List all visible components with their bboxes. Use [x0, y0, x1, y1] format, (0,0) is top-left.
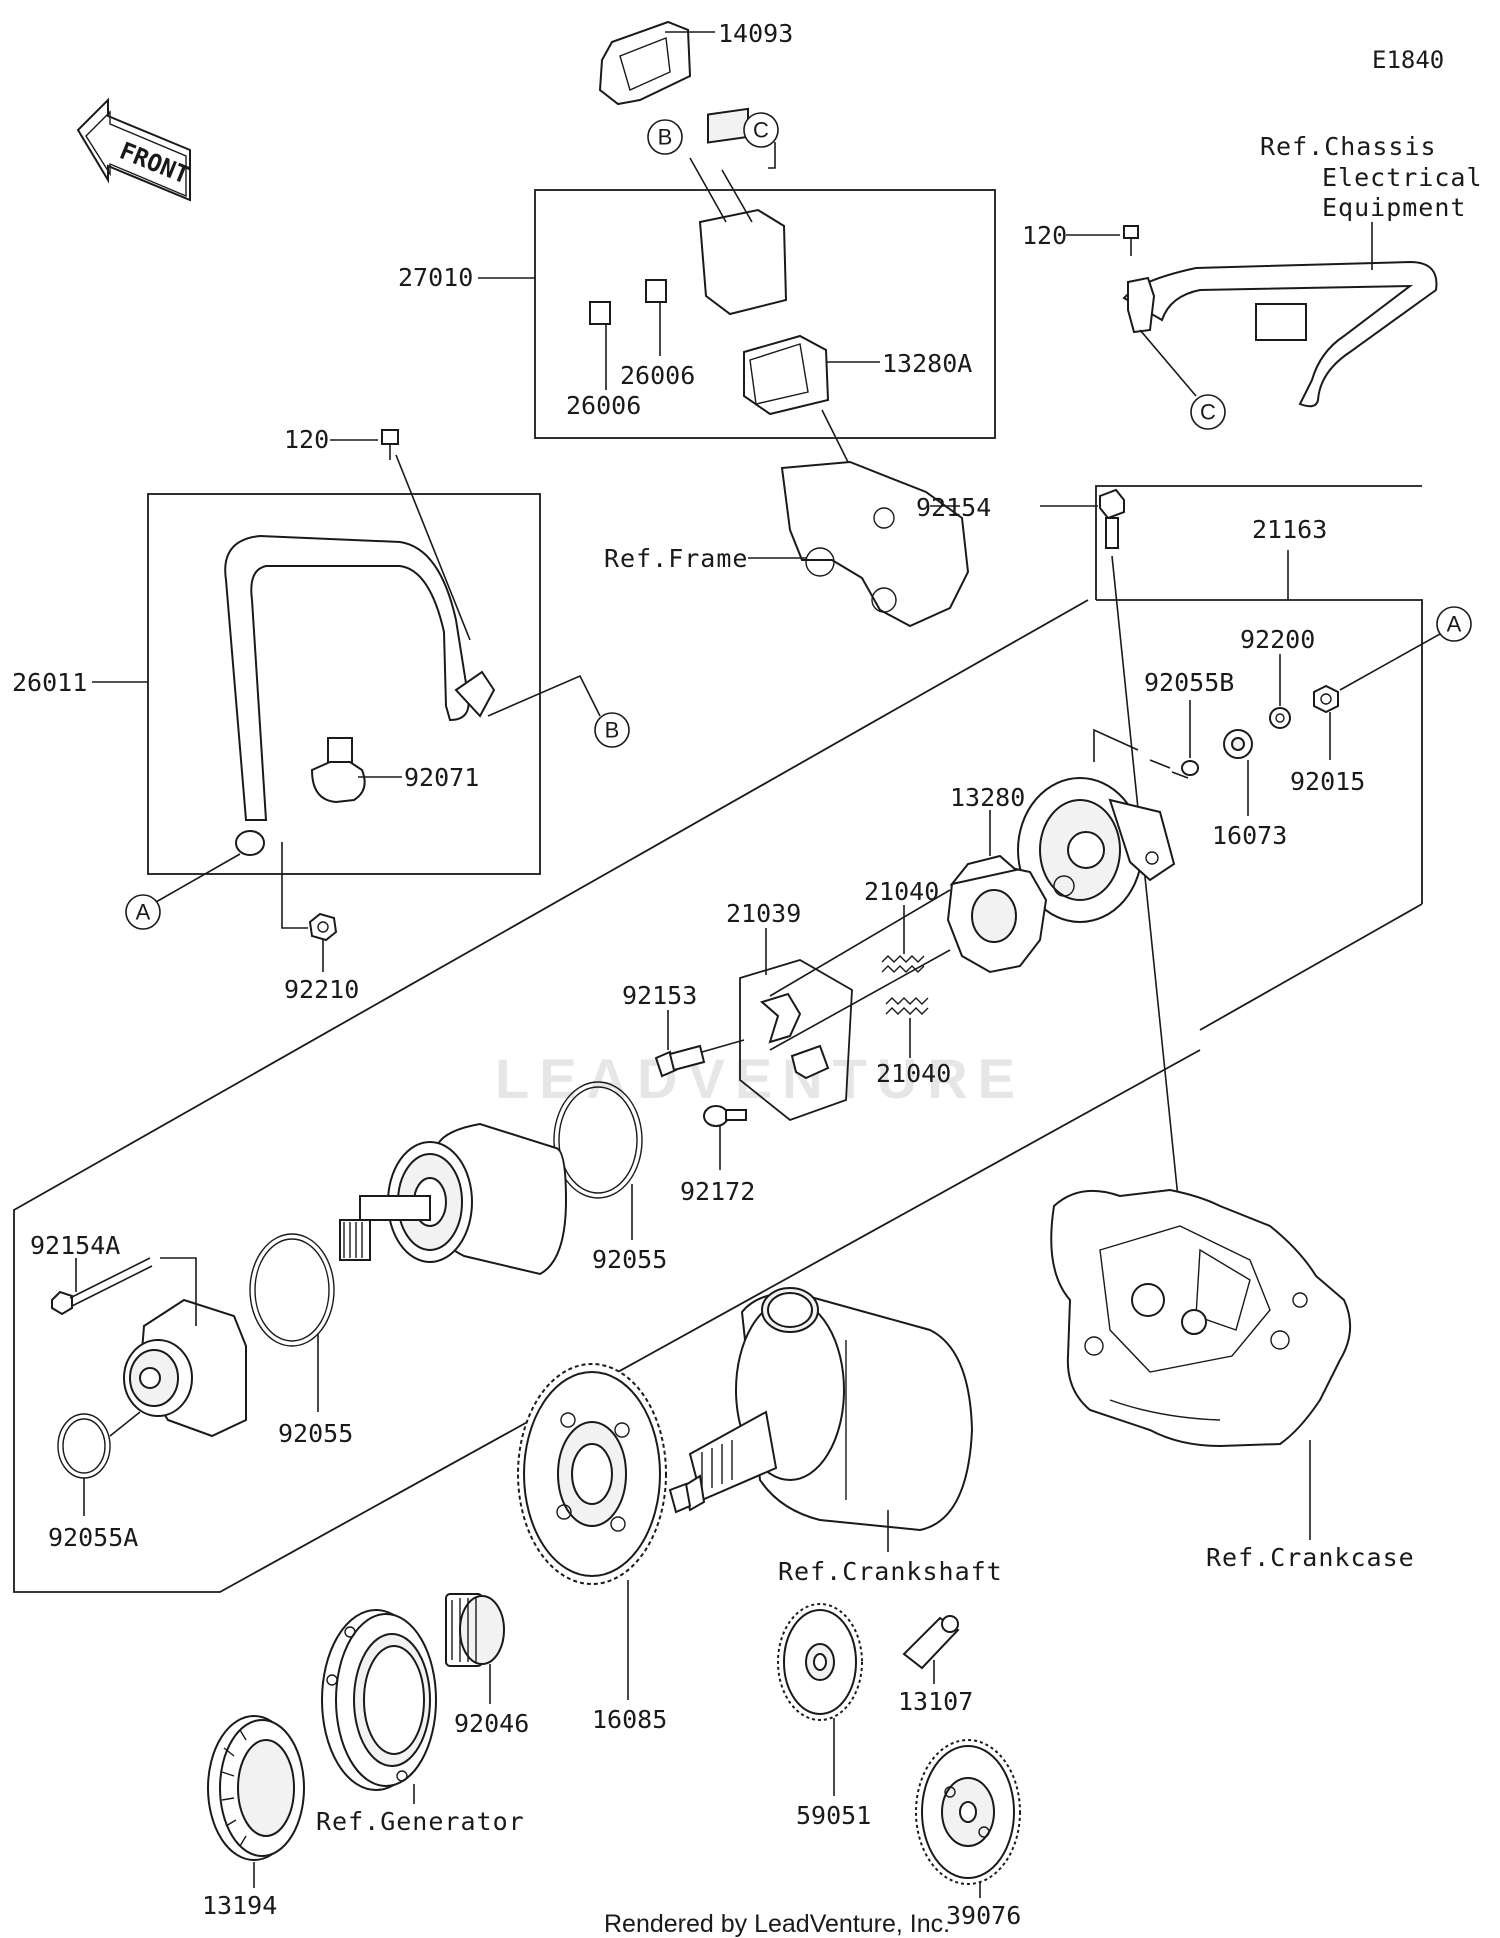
generator-reference-label: Ref.Generator	[316, 1807, 525, 1836]
footer-credit: Rendered by LeadVenture, Inc.	[604, 1910, 950, 1938]
screw-92153-part	[654, 1044, 706, 1078]
part-92172-label: 92172	[680, 1177, 755, 1206]
bolt-92154A-part	[51, 1257, 153, 1316]
part-120-label-b: 120	[1022, 221, 1067, 250]
chassis-reference-label-1: Ref.Chassis	[1260, 132, 1437, 161]
spring-21040-upper-part	[881, 955, 925, 973]
part-39076-label: 39076	[946, 1901, 1021, 1930]
part-21039-label: 21039	[726, 899, 801, 928]
part-13280-label: 13280	[950, 783, 1025, 812]
callout-b-cable-text: B	[605, 718, 620, 743]
part-92153-label: 92153	[622, 981, 697, 1010]
part-26011-label: 26011	[12, 668, 87, 697]
part-27010-label: 27010	[398, 263, 473, 292]
nut-92015-part	[1313, 684, 1339, 714]
starter-kit-box-right	[1096, 599, 1423, 904]
starter-motor-yoke-part	[339, 1122, 568, 1276]
callout-a-cable-text: A	[136, 900, 151, 925]
o-ring-92055-right-part	[553, 1081, 643, 1199]
part-16085-label: 16085	[592, 1705, 667, 1734]
part-92154A-label: 92154A	[30, 1231, 120, 1260]
crankshaft-part	[668, 1287, 974, 1532]
part-92015-label: 92015	[1290, 767, 1365, 796]
watermark: LEADVENTURE	[495, 1047, 1025, 1110]
part-21040-label-a: 21040	[864, 877, 939, 906]
part-92200-label: 92200	[1240, 625, 1315, 654]
shaft-13107-part	[902, 1615, 960, 1670]
o-ring-92055A-part	[57, 1413, 111, 1479]
starter-relay-part	[698, 107, 830, 416]
part-92055-label-a: 92055	[592, 1245, 667, 1274]
part-59051-label: 59051	[796, 1801, 871, 1830]
part-13280A-label: 13280A	[882, 349, 972, 378]
starter-gear-16085-part	[517, 1363, 667, 1585]
part-26006-label-a: 26006	[620, 361, 695, 390]
gear-39076-part	[915, 1739, 1021, 1885]
relay-kit-box	[534, 189, 996, 439]
brush-holder-part	[946, 854, 1048, 974]
part-92210-label: 92210	[284, 975, 359, 1004]
front-arrow-icon: FRONT	[76, 97, 193, 202]
callout-a-motor	[1436, 606, 1472, 642]
long-bolt-92154-part	[1099, 488, 1125, 549]
terminal-cap-part	[310, 737, 366, 804]
generator-flywheel-part	[321, 1609, 437, 1791]
crankcase-reference-label: Ref.Crankcase	[1206, 1543, 1415, 1572]
chassis-reference-label-3: Equipment	[1322, 193, 1466, 222]
callout-c-relay	[743, 112, 779, 148]
part-26006-label-b: 26006	[566, 391, 641, 420]
needle-bearing-part	[445, 1593, 505, 1667]
part-92055B-label: 92055B	[1144, 668, 1234, 697]
callout-a-motor-text: A	[1447, 612, 1462, 637]
rear-cover-part	[1017, 777, 1176, 923]
callout-c-harness-text: C	[1200, 400, 1216, 425]
screw-92172-part	[703, 1105, 747, 1127]
bolt-120-upper-part	[1123, 225, 1139, 256]
part-16073-label: 16073	[1212, 821, 1287, 850]
callout-b-relay-text: B	[658, 125, 673, 150]
part-92046-label: 92046	[454, 1709, 529, 1738]
spring-21040-lower-part	[885, 997, 929, 1015]
part-21040-label-b: 21040	[876, 1059, 951, 1088]
callout-b-relay	[647, 119, 683, 155]
callout-c-relay-text: C	[753, 118, 769, 143]
chassis-reference-label-2: Electrical	[1322, 163, 1483, 192]
washer-92200-part	[1269, 707, 1291, 729]
relay-bracket-part	[598, 20, 715, 106]
frame-reference-label: Ref.Frame	[604, 544, 748, 573]
one-way-clutch-part	[207, 1715, 305, 1861]
brush-set-part	[759, 992, 830, 1080]
frame-reference-part	[780, 460, 970, 628]
crankshaft-reference-label: Ref.Crankshaft	[778, 1557, 1003, 1586]
callout-c-harness	[1190, 394, 1226, 430]
relay-group: 14093 27010 26006 26006 13280A B C	[398, 19, 996, 511]
o-ring-92055-left-part	[249, 1233, 335, 1347]
callout-b-cable	[594, 712, 630, 748]
starter-cable-part	[224, 534, 496, 856]
part-92055-label-b: 92055	[278, 1419, 353, 1448]
part-13194-label: 13194	[202, 1891, 277, 1920]
part-92154-label: 92154	[916, 493, 991, 522]
diagram-code: E1840	[1372, 46, 1444, 74]
part-14093-label: 14093	[718, 19, 793, 48]
part-92055A-label: 92055A	[48, 1523, 138, 1552]
collar-16073-part	[1223, 729, 1253, 759]
chassis-harness-part	[1122, 260, 1438, 408]
part-92071-label: 92071	[404, 763, 479, 792]
fuse-part	[589, 279, 667, 325]
part-13107-label: 13107	[898, 1687, 973, 1716]
battery-cable-box	[147, 493, 541, 875]
part-21163-label: 21163	[1252, 515, 1327, 544]
callout-a-cable	[125, 894, 161, 930]
idler-gear-59051-part	[777, 1603, 863, 1721]
part-120-label-a: 120	[284, 425, 329, 454]
crankcase-part	[1050, 1188, 1352, 1448]
washer-92055B-part	[1181, 760, 1199, 776]
bolt-120-lower-part	[381, 429, 399, 460]
nut-92210-part	[308, 912, 338, 942]
front-cover-part	[123, 1298, 247, 1438]
